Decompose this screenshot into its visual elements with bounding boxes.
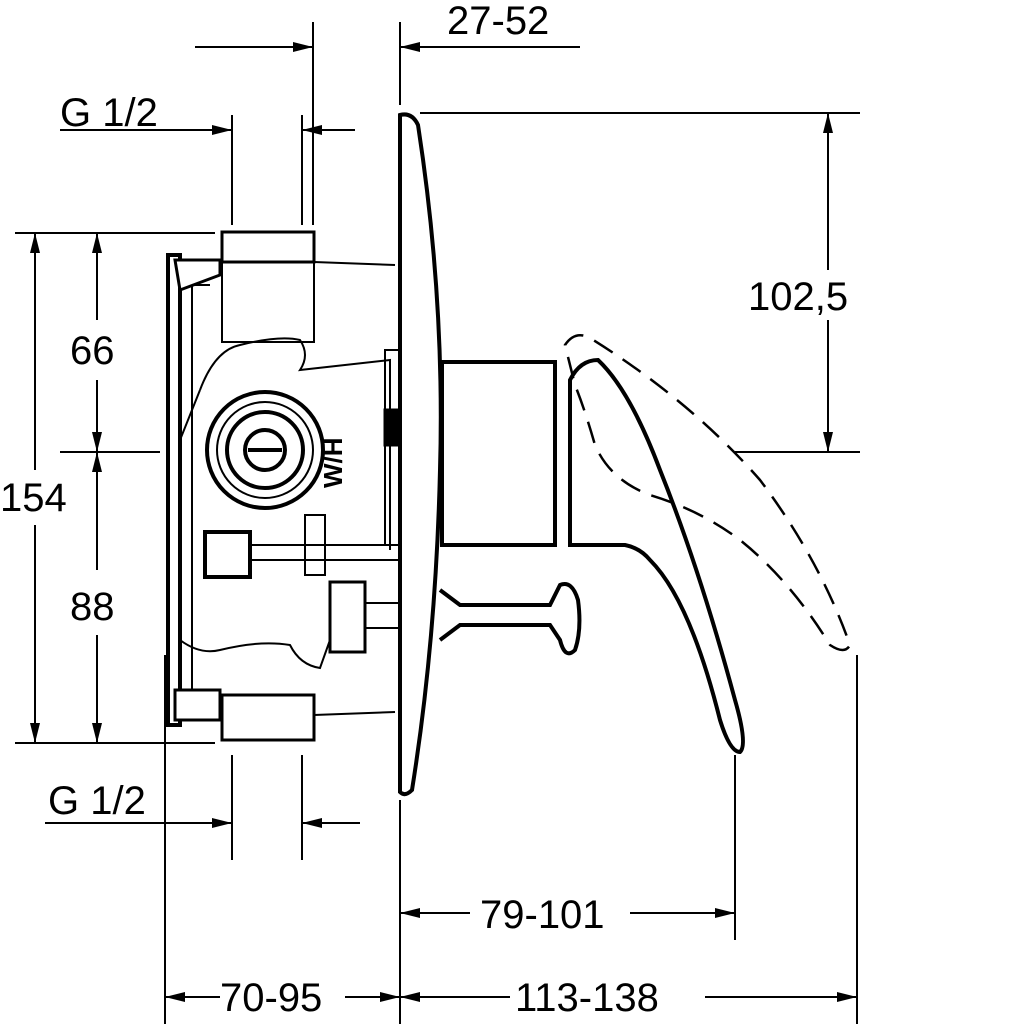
dim-lower-height: 88 (70, 585, 115, 629)
dim-top-depth: 27-52 (447, 0, 549, 43)
top-connector (220, 230, 316, 264)
screw-block (203, 530, 252, 579)
lever-alt-position (563, 333, 852, 652)
lever-assembly (438, 333, 852, 755)
bottom-connector (220, 693, 316, 742)
dim-thread-top: G 1/2 (60, 91, 158, 135)
dim-lever-projection: 79-101 (480, 893, 605, 937)
cover-plate (398, 112, 443, 797)
diverter-knob (438, 582, 582, 656)
dim-body-depth: 70-95 (220, 976, 322, 1020)
nut (328, 580, 367, 654)
cartridge-port (205, 390, 325, 510)
dim-upper-height: 66 (70, 329, 115, 373)
lever-housing (440, 360, 557, 547)
extension-lines (15, 22, 860, 1024)
mounting-frame (166, 253, 182, 727)
dim-thread-bottom: G 1/2 (48, 779, 146, 823)
dim-total-height: 154 (0, 476, 67, 520)
dimension-lines (30, 42, 857, 1002)
lever-handle (568, 357, 746, 755)
dimension-labels: 27-52 G 1/2 66 154 88 G 1/2 102,5 79-101… (0, 0, 848, 1020)
valve-body: W/H (166, 230, 402, 742)
dim-total-projection: 113-138 (515, 976, 659, 1020)
dim-lever-height: 102,5 (748, 275, 848, 319)
hot-cold-marking: W/H (318, 437, 348, 488)
